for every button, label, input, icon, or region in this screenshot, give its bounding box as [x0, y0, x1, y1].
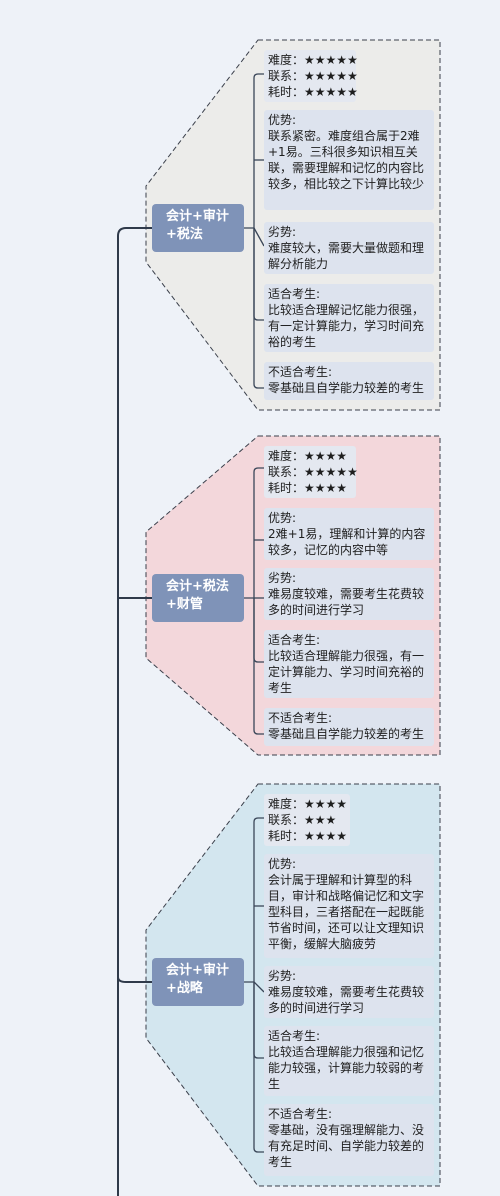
- topic-accounting-audit-tax[interactable]: 会计+审计 +税法: [152, 204, 244, 252]
- rating-time: 耗时：★★★★★: [268, 85, 358, 99]
- rating-difficulty: 难度：★★★★: [268, 449, 348, 463]
- suitable-box: 适合考生: 比较适合理解能力很强，有一定计算能力、学习时间充裕的考生: [264, 630, 434, 698]
- rating-time: 耗时：★★★★: [268, 481, 348, 495]
- unsuitable-box: 不适合考生: 零基础且自学能力较差的考生: [264, 362, 434, 400]
- suitable-box: 适合考生: 比较适合理解记忆能力很强，有一定计算能力，学习时间充裕的考生: [264, 284, 434, 352]
- advantage-box: 优势: 2难+1易，理解和计算的内容较多，记忆的内容中等: [264, 508, 434, 560]
- ratings-box: 难度：★★★★ 联系：★★★ 耗时：★★★★: [264, 794, 350, 846]
- disadvantage-box: 劣势: 难易度较难，需要考生花费较多的时间进行学习: [264, 966, 434, 1018]
- advantage-box: 优势: 会计属于理解和计算型的科目，审计和战略偏记忆和文字型科目，三者搭配在一起…: [264, 854, 434, 958]
- unsuitable-box: 不适合考生: 零基础且自学能力较差的考生: [264, 708, 434, 746]
- unsuitable-box: 不适合考生: 零基础，没有强理解能力、没有充足时间、自学能力较差的考生: [264, 1104, 434, 1176]
- disadvantage-box: 劣势: 难易度较难，需要考生花费较多的时间进行学习: [264, 568, 434, 620]
- rating-time: 耗时：★★★★: [268, 829, 348, 843]
- topic-accounting-audit-strategy[interactable]: 会计+审计 +战略: [152, 958, 244, 1006]
- rating-difficulty: 难度：★★★★: [268, 797, 348, 811]
- suitable-box: 适合考生: 比较适合理解能力很强和记忆能力较强，计算能力较弱的考生: [264, 1026, 434, 1096]
- disadvantage-box: 劣势: 难度较大，需要大量做题和理解分析能力: [264, 222, 434, 274]
- rating-connection: 联系：★★★★★: [268, 465, 358, 479]
- ratings-box: 难度：★★★★★ 联系：★★★★★ 耗时：★★★★★: [264, 50, 358, 102]
- rating-connection: 联系：★★★: [268, 813, 337, 827]
- topic-accounting-tax-finance[interactable]: 会计+税法 +财管: [152, 574, 244, 622]
- rating-connection: 联系：★★★★★: [268, 69, 358, 83]
- ratings-box: 难度：★★★★ 联系：★★★★★ 耗时：★★★★: [264, 446, 358, 498]
- advantage-box: 优势: 联系紧密。难度组合属于2难+1易。三科很多知识相互关联，需要理解和记忆的…: [264, 110, 434, 210]
- rating-difficulty: 难度：★★★★★: [268, 53, 358, 67]
